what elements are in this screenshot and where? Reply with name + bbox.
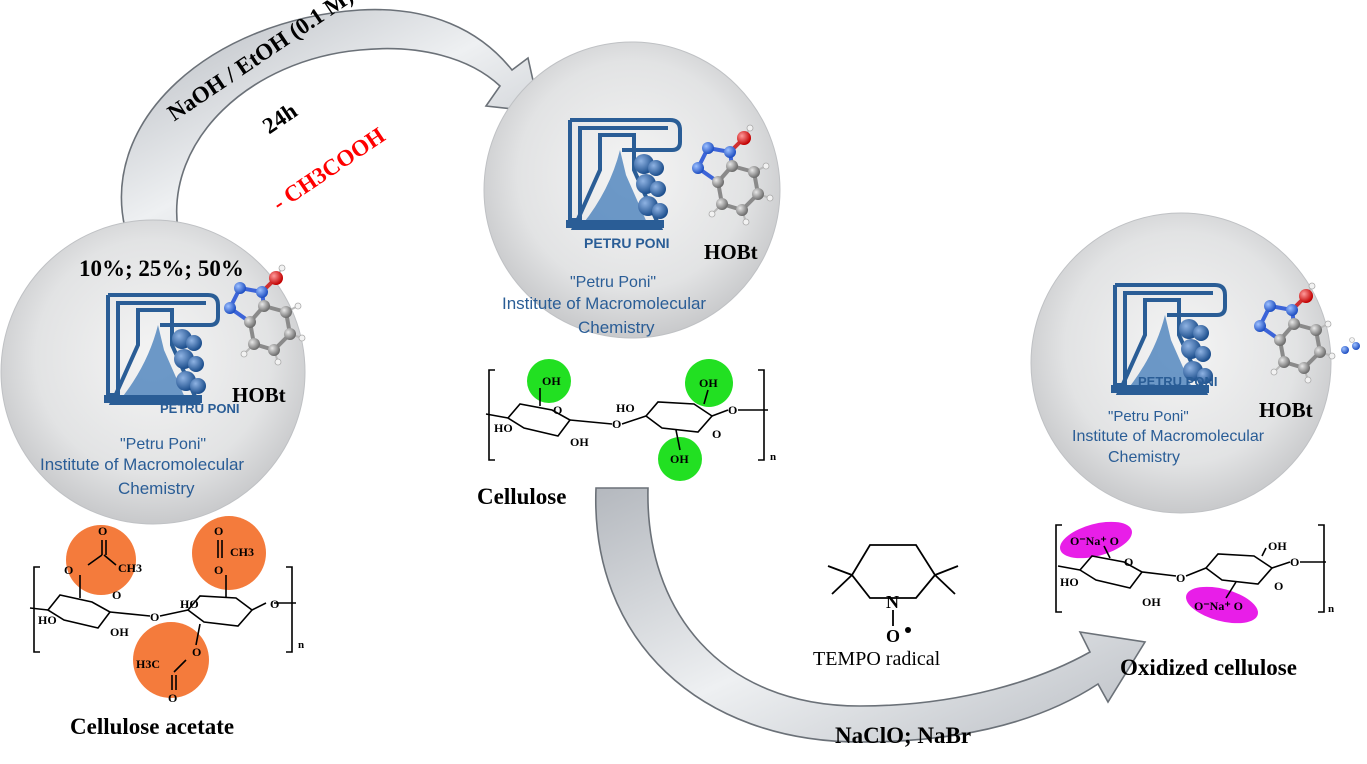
stray-molecule-fragment bbox=[1341, 337, 1360, 354]
tempo-n-label: N bbox=[886, 592, 899, 612]
compound-name-oxidized: Oxidized cellulose bbox=[1120, 655, 1297, 680]
compound-name-cellulose: Cellulose bbox=[477, 484, 567, 509]
reaction-arrow-1 bbox=[120, 8, 542, 231]
svg-text:CH3: CH3 bbox=[230, 545, 254, 559]
logo-line1-2: "Petru Poni" bbox=[570, 274, 656, 291]
svg-text:OH: OH bbox=[699, 376, 718, 390]
logo-brand-1: PETRU PONI bbox=[160, 401, 239, 416]
svg-text:OH: OH bbox=[570, 435, 589, 449]
svg-text:O: O bbox=[98, 524, 107, 538]
logo-line1-1: "Petru Poni" bbox=[120, 436, 206, 453]
acetyl-highlight-1 bbox=[66, 525, 136, 595]
structure-cellulose-acetate: O O CH3 O O CH3 O H3C O O O O HO OH HO n bbox=[29, 516, 304, 705]
logo-brand-3: PETRU PONI bbox=[1138, 374, 1217, 389]
logo-line3-2: Chemistry bbox=[578, 318, 655, 337]
svg-text:OH: OH bbox=[542, 374, 561, 388]
svg-text:HO: HO bbox=[180, 597, 199, 611]
logo-brand-2: PETRU PONI bbox=[584, 235, 670, 251]
svg-text:OH: OH bbox=[1268, 539, 1287, 553]
catalyst-label: TEMPO radical bbox=[813, 648, 941, 670]
svg-text:HO: HO bbox=[1060, 575, 1079, 589]
tempo-o-label: O bbox=[886, 626, 900, 646]
logo-line2-3: Institute of Macromolecular bbox=[1072, 428, 1265, 445]
svg-text:O: O bbox=[1290, 555, 1299, 569]
hydroxyl-highlight-1 bbox=[527, 359, 571, 403]
reaction-arrow-2 bbox=[595, 487, 1147, 743]
carboxylate-label-1: O⁻Na⁺ O bbox=[1070, 534, 1119, 548]
svg-text:O: O bbox=[214, 563, 223, 577]
carboxylate-label-2: O⁻Na⁺ O bbox=[1194, 599, 1243, 613]
structure-oxidized-cellulose: O⁻Na⁺ O O⁻Na⁺ O HO OH OH O O O O n bbox=[1055, 521, 1334, 624]
carboxylate-highlight-2 bbox=[1186, 586, 1258, 624]
svg-text:O: O bbox=[112, 588, 121, 602]
compound-name-acetate: Cellulose acetate bbox=[70, 714, 235, 739]
svg-text:CH3: CH3 bbox=[118, 561, 142, 575]
acetyl-highlight-2 bbox=[192, 516, 266, 590]
svg-text:O: O bbox=[168, 691, 177, 705]
svg-text:O: O bbox=[728, 403, 737, 417]
hobt-label-1: HOBt bbox=[232, 383, 286, 407]
hydroxyl-highlight-2 bbox=[685, 359, 733, 407]
svg-text:O: O bbox=[1274, 579, 1283, 593]
photo-disc-oxidized: PETRU PONI "Petru Poni" Institute of Mac… bbox=[1030, 212, 1360, 514]
logo-line3-1: Chemistry bbox=[118, 479, 195, 498]
reagent-label-3: NaClO; NaBr bbox=[835, 723, 972, 748]
photo-disc-acetate: PETRU PONI "Petru Poni" Institute of Mac… bbox=[0, 219, 307, 525]
svg-text:HO: HO bbox=[616, 401, 635, 415]
svg-text:H3C: H3C bbox=[136, 657, 160, 671]
logo-line3-3: Chemistry bbox=[1108, 449, 1180, 466]
carboxylate-highlight-1 bbox=[1060, 521, 1132, 559]
acetyl-highlight-3 bbox=[133, 622, 209, 698]
svg-text:O: O bbox=[1176, 571, 1185, 585]
hobt-label-2: HOBt bbox=[704, 240, 758, 264]
svg-text:HO: HO bbox=[38, 613, 57, 627]
svg-text:OH: OH bbox=[670, 452, 689, 466]
hobt-label-3: HOBt bbox=[1259, 398, 1313, 422]
svg-text:O: O bbox=[214, 524, 223, 538]
logo-line1-3: "Petru Poni" bbox=[1108, 408, 1189, 425]
percentages-label: 10%; 25%; 50% bbox=[79, 256, 244, 281]
svg-text:O: O bbox=[64, 563, 73, 577]
logo-line2-2: Institute of Macromolecular bbox=[502, 294, 706, 313]
svg-text:n: n bbox=[770, 451, 776, 463]
hydroxyl-highlight-3 bbox=[658, 437, 702, 481]
svg-text:HO: HO bbox=[494, 421, 513, 435]
svg-text:O: O bbox=[270, 597, 279, 611]
structure-cellulose: OH OH OH HO OH HO O O O O n bbox=[485, 359, 776, 481]
svg-text:O: O bbox=[192, 645, 201, 659]
svg-text:O: O bbox=[553, 403, 562, 417]
svg-text:O: O bbox=[612, 417, 621, 431]
photo-disc-cellulose: PETRU PONI "Petru Poni" Institute of Mac… bbox=[483, 41, 781, 339]
logo-line2-1: Institute of Macromolecular bbox=[40, 455, 244, 474]
svg-text:O: O bbox=[1124, 555, 1133, 569]
svg-text:O: O bbox=[712, 427, 721, 441]
structure-tempo: N O bbox=[827, 544, 959, 646]
svg-text:n: n bbox=[298, 639, 304, 651]
svg-text:OH: OH bbox=[110, 625, 129, 639]
svg-text:n: n bbox=[1328, 603, 1334, 615]
svg-text:O: O bbox=[150, 610, 159, 624]
svg-text:OH: OH bbox=[1142, 595, 1161, 609]
radical-dot bbox=[905, 627, 911, 633]
